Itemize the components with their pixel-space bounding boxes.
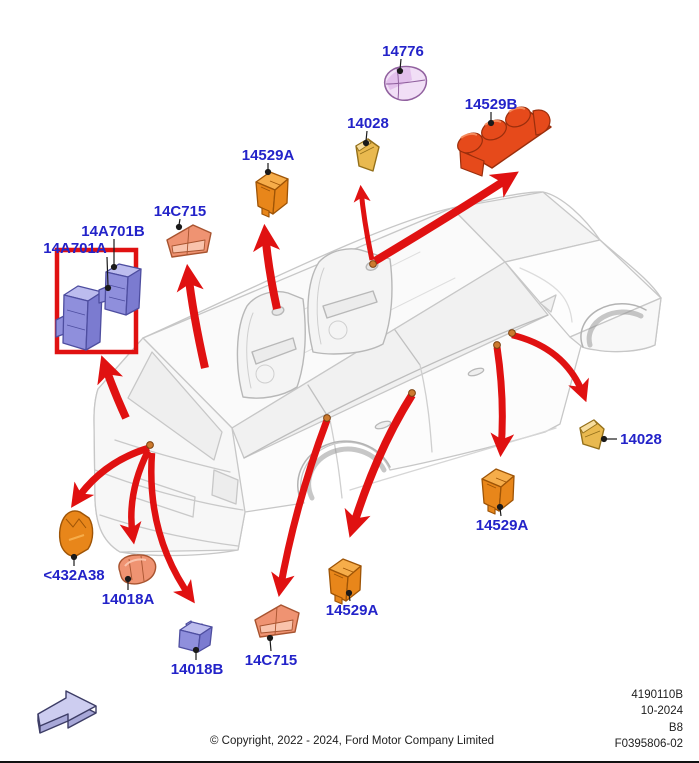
part-label-14529A-right[interactable]: 14529A	[475, 517, 529, 534]
part-illustration-432A38	[58, 510, 94, 557]
arrow-14C715-bottom	[271, 418, 331, 598]
arrow-14018B	[148, 452, 195, 604]
part-illustration-14529B	[457, 106, 552, 177]
part-illustration-14A701B	[98, 263, 142, 316]
part-label-14A701A[interactable]: 14A701A	[43, 240, 107, 257]
doc-sheet: B8	[668, 721, 683, 734]
beltline	[243, 314, 549, 459]
arrow-14028-top	[353, 184, 375, 261]
vehicle-body-line-art	[93, 191, 662, 557]
arrow-14529B	[372, 171, 519, 265]
side-mirror	[539, 294, 557, 313]
doc-number: 4190110B	[631, 689, 683, 701]
arrow-14A701-box	[97, 355, 130, 420]
part-label-14C715-top[interactable]: 14C715	[153, 203, 207, 220]
part-illustration-14A701A	[55, 285, 103, 351]
door-trim-panel-front	[307, 248, 393, 355]
part-illustration-14018A	[118, 554, 157, 585]
part-label-14529A-bottom[interactable]: 14529A	[325, 602, 379, 619]
part-illustration-14529A-bottom	[328, 558, 362, 605]
part-illustration-14028-right	[579, 419, 605, 450]
rear-window	[127, 351, 223, 461]
body-attachment-dots	[146, 260, 516, 449]
door-trim-panel-rear	[236, 290, 306, 399]
rear-wheel-arch	[297, 440, 391, 504]
part-illustration-14776	[383, 65, 428, 101]
part-label-14529A-top[interactable]: 14529A	[241, 147, 295, 164]
location-arrows	[71, 171, 589, 604]
arrow-14C715-top	[176, 263, 209, 369]
arrow-14529A-right	[490, 346, 515, 458]
document-info-block: 4190110B 10-2024 B8 F0395806-02	[615, 687, 683, 753]
arrow-14529A-bottom	[344, 392, 416, 538]
arrow-14028-right	[511, 331, 589, 403]
arrow-14529A-top	[253, 223, 281, 310]
part-label-432A38[interactable]: <432A38	[43, 567, 105, 584]
part-illustration-14C715-top	[166, 224, 212, 258]
part-label-14C715-bottom[interactable]: 14C715	[244, 652, 298, 669]
part-label-14018B[interactable]: 14018B	[170, 661, 224, 678]
part-label-14028-right[interactable]: 14028	[620, 431, 662, 448]
part-label-14018A[interactable]: 14018A	[101, 591, 155, 608]
taillight	[211, 469, 239, 505]
doc-date: 10-2024	[640, 705, 683, 718]
part-label-14529B[interactable]: 14529B	[464, 96, 518, 113]
part-label-14776[interactable]: 14776	[382, 43, 424, 60]
copyright-text: © Copyright, 2022 - 2024, Ford Motor Com…	[210, 735, 494, 747]
part-illustration-14018B	[178, 620, 213, 653]
part-label-14A701B[interactable]: 14A701B	[81, 223, 145, 240]
part-label-14028-top[interactable]: 14028	[347, 115, 389, 132]
front-wheel-arch	[580, 302, 647, 348]
arrow-14018A	[119, 449, 151, 545]
arrow-432A38	[71, 444, 151, 508]
leader-lines	[70, 58, 617, 660]
figure-code: F0395806-02	[614, 738, 683, 751]
part-illustration-14C715-bottom	[254, 604, 300, 638]
front-direction-arrow-icon	[37, 690, 97, 734]
part-illustration-14529A-top	[255, 171, 289, 218]
